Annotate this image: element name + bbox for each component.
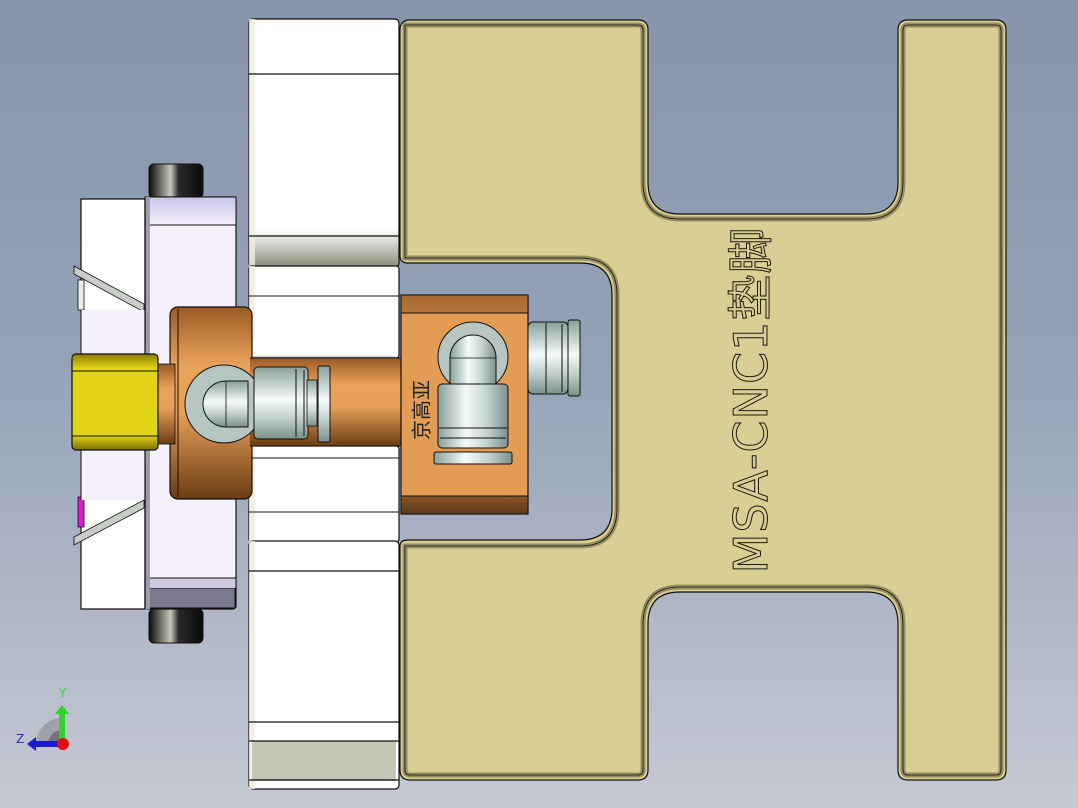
y-axis-arrow [59, 712, 65, 742]
yellow-cap[interactable] [71, 353, 176, 451]
magenta-marker [77, 496, 85, 528]
block-engraved-label: 京高亚 [409, 380, 434, 440]
x-axis-origin [57, 738, 69, 750]
white-block-bottom[interactable] [248, 540, 400, 790]
plate-engraved-label: MSA-CNC1垫脚 [724, 226, 779, 574]
elbow-fitting-left[interactable] [184, 364, 331, 444]
pin-top [148, 163, 204, 199]
white-block-top[interactable] [248, 18, 400, 268]
y-axis-label: Y [59, 686, 67, 700]
elbow-fitting-right[interactable] [433, 319, 581, 465]
h-plate[interactable] [399, 19, 1007, 781]
white-block-lower-mid[interactable] [248, 445, 400, 543]
white-block-upper-mid[interactable] [248, 265, 400, 359]
pin-bottom [148, 608, 204, 644]
z-axis-arrow [34, 741, 62, 747]
z-axis-label: Z [16, 732, 25, 746]
coordinate-triad [27, 705, 69, 751]
